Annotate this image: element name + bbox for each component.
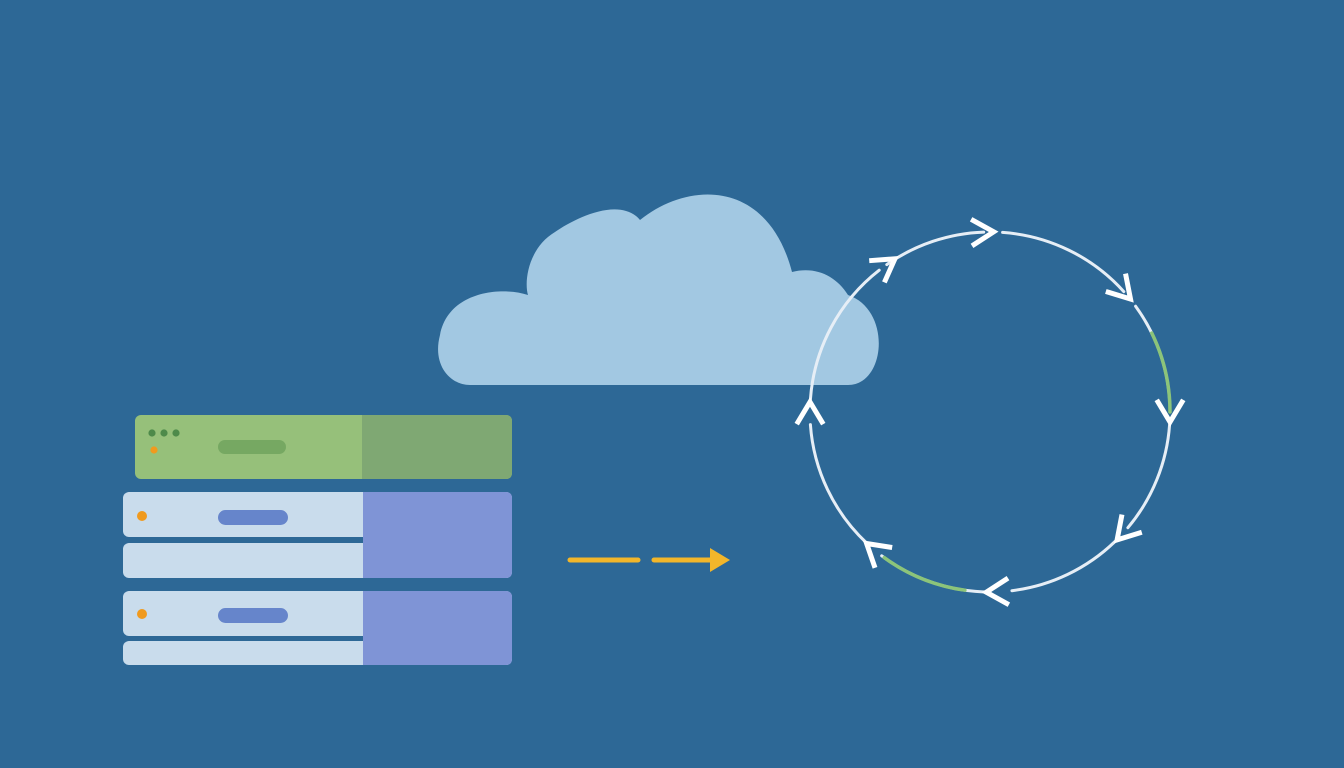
- cycle-arc-2: [1001, 230, 1126, 294]
- server-unit-middle: [123, 492, 512, 578]
- cycle-accent-arc-bottom: [882, 555, 967, 592]
- cycle-arrowhead-5: [981, 576, 1011, 607]
- circular-cycle-arrows-icon: [794, 217, 1186, 607]
- cycle-arrowhead-1: [969, 217, 999, 248]
- cycle-arrowhead-8: [869, 256, 899, 284]
- server-unit-bottom: [123, 591, 512, 665]
- server-stack-icon: [123, 415, 512, 665]
- cycle-arrowhead-3: [1154, 398, 1186, 427]
- cycle-arc-7: [808, 423, 869, 546]
- cycle-arrowhead-6: [862, 540, 893, 569]
- cycle-arrowhead-7: [794, 397, 826, 426]
- server-unit-top: [135, 415, 512, 479]
- cycle-arc-8: [808, 268, 881, 401]
- cycle-arrowhead-4: [1113, 514, 1143, 544]
- cycle-accent-arc-right: [1150, 331, 1172, 414]
- dashed-arrow-right-icon: [567, 548, 730, 572]
- cloud-icon: [438, 194, 879, 385]
- cycle-arrowhead-2: [1105, 273, 1134, 303]
- cycle-arc-5: [1010, 540, 1117, 593]
- cycle-arc-4: [1126, 423, 1172, 530]
